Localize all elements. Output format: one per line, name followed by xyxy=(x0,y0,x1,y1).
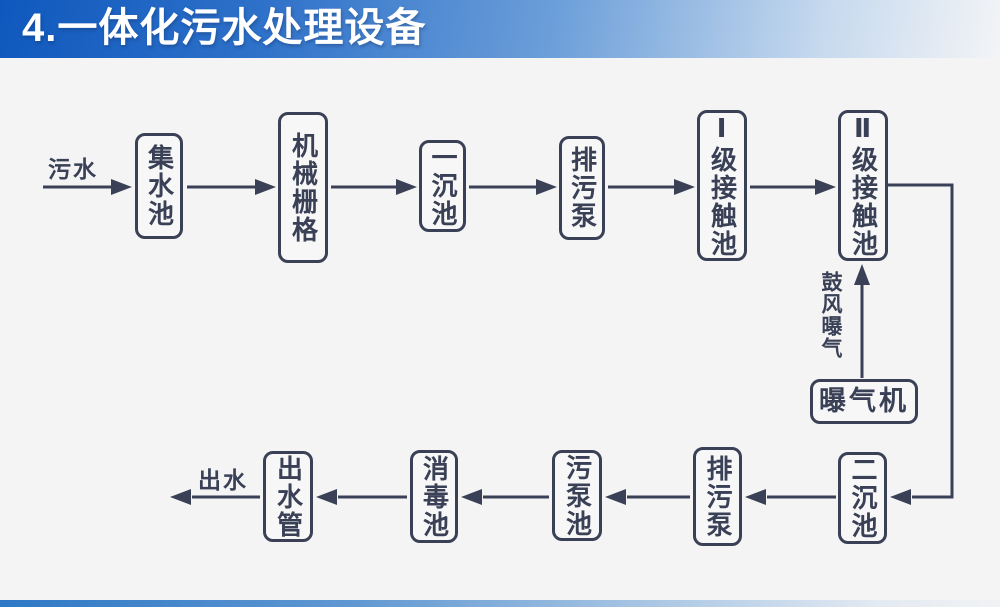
arrowhead-right xyxy=(111,179,132,195)
arrowhead-left xyxy=(316,489,337,505)
arrowhead-left xyxy=(605,489,626,505)
node-label: 排污泵 xyxy=(703,454,734,539)
arrowhead-left xyxy=(461,489,482,505)
arrowheads xyxy=(111,179,911,505)
node-sewage-pump-tank: 污泵池 xyxy=(552,450,602,541)
arrowhead-right xyxy=(255,179,276,195)
footer-accent-bar xyxy=(0,600,1000,607)
arrowhead-left xyxy=(745,489,766,505)
node-aerator: 曝气机 xyxy=(810,379,918,424)
node-label: 一沉池 xyxy=(428,144,459,228)
node-mechanical-grid: 机械栅格 xyxy=(278,112,328,263)
node-collecting-tank: 集水池 xyxy=(135,133,183,239)
arrowhead-right xyxy=(536,179,557,195)
node-label: Ⅰ级接触池 xyxy=(707,113,738,258)
node-label: 排污泵 xyxy=(567,146,598,230)
node-label: Ⅱ级接触池 xyxy=(848,113,879,258)
node-label: 机械栅格 xyxy=(288,131,319,244)
arrowhead-right xyxy=(815,179,836,195)
node-label: 集水池 xyxy=(144,144,175,228)
arrow-lines xyxy=(43,183,954,499)
node-sewage-pump-top: 排污泵 xyxy=(559,136,605,240)
arrowhead-right xyxy=(674,179,695,195)
arrowhead-left xyxy=(170,489,191,505)
node-sewage-pump-bottom: 排污泵 xyxy=(693,447,742,546)
page-title: 4.一体化污水处理设备 xyxy=(22,6,427,50)
outlet-label: 出水 xyxy=(198,467,248,493)
node-label: 二沉池 xyxy=(848,456,879,540)
node-label: 出水管 xyxy=(273,454,304,539)
node-contact-tank-stage-2: Ⅱ级接触池 xyxy=(838,110,888,261)
node-disinfection-tank: 消毒池 xyxy=(410,450,458,543)
aeration-label: 鼓风曝气 xyxy=(819,271,842,359)
node-primary-sedimentation-tank: 一沉池 xyxy=(419,140,466,232)
node-contact-tank-stage-1: Ⅰ级接触池 xyxy=(697,110,747,261)
node-label: 曝气机 xyxy=(819,386,909,417)
node-secondary-sedimentation-tank: 二沉池 xyxy=(838,452,887,544)
arrowhead-up xyxy=(854,264,870,285)
inlet-label: 污水 xyxy=(48,156,98,182)
arrowhead-left xyxy=(890,489,911,505)
arrow-line-return xyxy=(888,183,954,499)
arrowhead-right xyxy=(396,179,417,195)
node-label: 污泵池 xyxy=(562,453,593,538)
node-label: 消毒池 xyxy=(419,454,450,539)
node-outlet-pipe: 出水管 xyxy=(263,451,313,542)
slide-title-bar: 4.一体化污水处理设备 xyxy=(0,0,1000,58)
